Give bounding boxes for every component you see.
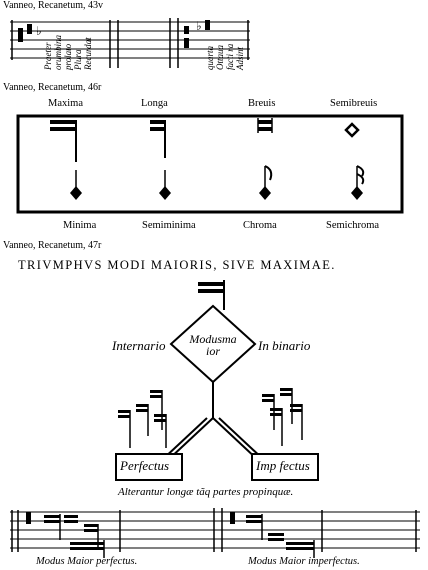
label-modus-maior-imperfectus: Modus Maior imperfectus.: [248, 556, 360, 567]
label-longa: Longa: [141, 98, 168, 109]
box-label-perfectus: Perfectus: [120, 458, 170, 473]
triumphus-title: TRIVMPHVS MODI MAIORIS, SIVE MAXIMAE.: [18, 258, 336, 272]
label-semiminima: Semiminima: [142, 220, 196, 231]
diamond-label-line-1: Modusma: [189, 332, 237, 346]
label-breuis: Breuis: [248, 98, 276, 109]
breuis-note: [257, 118, 273, 133]
longa-note: [150, 120, 166, 158]
crown-maxima-note: [198, 280, 225, 310]
label-modus-maior-perfectus: Modus Maior perfectus.: [36, 556, 138, 567]
minima-note: [70, 170, 82, 200]
svg-text:♭: ♭: [196, 19, 202, 33]
semiminima-note: [159, 170, 171, 200]
semibreuis-note: [344, 122, 360, 138]
chroma-note: [259, 165, 273, 200]
staff-clefs-and-notes: ♭ ♭: [18, 19, 210, 48]
label-minima: Minima: [63, 220, 97, 231]
imperfectus-box: [251, 453, 319, 481]
label-internario: Internario: [112, 338, 166, 353]
label-semichroma: Semichroma: [326, 220, 380, 231]
bottom-staff-barlines: [11, 508, 417, 552]
box-label-imperfectus: Imp fectus: [256, 458, 310, 473]
footnote-alterantur: Alterantur longæ tãq partes propinquæ.: [118, 486, 294, 498]
caption-43v: Vanneo, Recanetum, 43v: [3, 0, 103, 11]
note-values-frame: [16, 114, 404, 214]
staff-lines: [10, 21, 250, 59]
right-maxima-cluster: [262, 388, 303, 446]
caption-47r: Vanneo, Recanetum, 47r: [3, 240, 102, 251]
diamond-label-line-2: ior: [205, 344, 220, 358]
semichroma-note: [351, 165, 365, 200]
label-chroma: Chroma: [243, 220, 277, 231]
maxima-note: [50, 120, 77, 162]
label-semibreuis: Semibreuis: [330, 98, 378, 109]
staff-barlines: [11, 18, 249, 68]
caption-46r: Vanneo, Recanetum, 46r: [3, 82, 102, 93]
diagram-branches: [161, 382, 265, 461]
left-maxima-cluster: [118, 390, 167, 448]
label-maxima: Maxima: [48, 98, 83, 109]
diamond-label: Modusma ior: [177, 333, 249, 357]
perfectus-box: [115, 453, 183, 481]
bottom-staff-notes: [26, 512, 315, 558]
svg-text:♭: ♭: [36, 24, 42, 38]
label-in-binario: In binario: [258, 338, 311, 353]
